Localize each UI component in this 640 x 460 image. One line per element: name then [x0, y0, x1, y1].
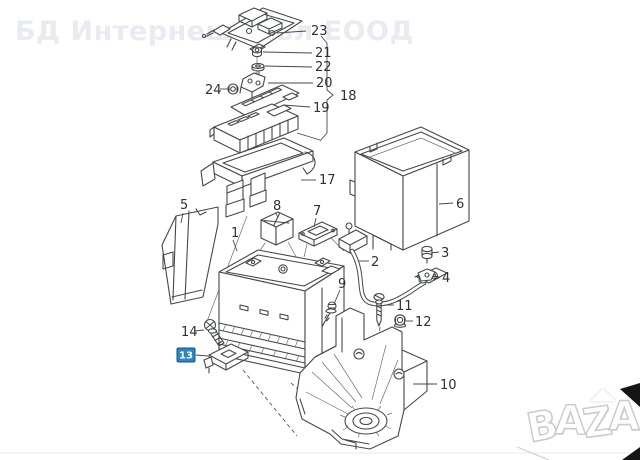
callout-8: 8	[273, 199, 281, 219]
part-20-bracket	[239, 71, 266, 98]
callout-18: 18	[340, 89, 357, 104]
callout-leader-line	[313, 217, 317, 228]
callout-number: 5	[180, 198, 188, 213]
callout-leader-line	[282, 104, 311, 108]
callout-leader-line	[432, 275, 441, 278]
part-5-side-cover	[161, 206, 219, 305]
callout-17: 17	[301, 173, 336, 188]
callout-leader-line	[264, 65, 313, 68]
callout-leader-line	[180, 212, 184, 224]
part-7-cover-plate	[298, 221, 338, 247]
callout-number: 12	[415, 315, 432, 330]
callout-number: 4	[442, 271, 450, 286]
callout-number: 20	[316, 76, 333, 91]
part-12-nut	[393, 314, 407, 328]
callout-4: 4	[432, 271, 450, 286]
callout-10: 10	[413, 378, 457, 393]
callout-leader-line	[276, 30, 307, 34]
part-10-battery-tray	[295, 307, 428, 450]
callout-leader-line	[438, 202, 454, 205]
highlight-box	[176, 347, 196, 363]
callout-leader-line	[275, 212, 279, 219]
callout-6: 6	[438, 197, 464, 212]
guide-line	[303, 243, 308, 258]
part-21-nut	[251, 46, 263, 58]
callout-3: 3	[430, 246, 449, 261]
part-3-cap	[421, 245, 433, 264]
callout-22: 22	[264, 60, 332, 75]
highlight-label: 13	[179, 351, 193, 362]
callout-number: 21	[315, 46, 332, 61]
logo-letter: A	[554, 397, 584, 445]
callout-14: 14	[181, 325, 205, 340]
callout-19: 19	[282, 101, 330, 116]
callout-number: 19	[313, 101, 330, 116]
callout-leader-line	[262, 51, 313, 54]
callout-number: 8	[273, 199, 281, 214]
part-17-carrier	[200, 137, 316, 218]
part-23-fusebox-cover	[201, 7, 303, 53]
callout-number: 23	[311, 24, 328, 39]
bracket-18-brace	[296, 35, 334, 142]
part-19-fuse-strip	[230, 84, 300, 118]
callout-2: 2	[359, 255, 379, 270]
callout-leader-line	[333, 289, 341, 305]
part-22-washer	[251, 63, 265, 72]
callout-leader-line	[232, 239, 238, 252]
part-11-screw	[373, 293, 385, 327]
part-24-nut	[227, 83, 239, 95]
logo-letter: Z	[579, 398, 613, 449]
part-8-terminal-block	[260, 211, 294, 246]
callout-number: 24	[205, 83, 222, 98]
callout-number: 3	[441, 246, 449, 261]
callout-5: 5	[180, 198, 188, 224]
callout-leader-line	[193, 329, 205, 332]
part-13-clamp-plate	[203, 343, 249, 374]
callout-number: 10	[440, 378, 457, 393]
callout-20: 20	[268, 76, 333, 91]
callout-7: 7	[313, 204, 321, 228]
callout-number: 14	[181, 325, 198, 340]
callout-number: 7	[313, 204, 321, 219]
callout-24: 24	[205, 83, 229, 98]
callout-12: 12	[406, 315, 432, 330]
part-6-battery-box	[349, 126, 470, 251]
callout-number: 9	[338, 277, 346, 292]
callout-9: 9	[333, 277, 346, 305]
callout-number: 6	[456, 197, 464, 212]
part-14-clamp-bolt	[203, 318, 225, 347]
callout-11: 11	[385, 299, 413, 314]
logo-roof-icon	[589, 388, 617, 402]
callout-23: 23	[276, 24, 328, 39]
bazar-watermark-logo: BAZAR	[516, 388, 640, 460]
highlight-leader-line	[195, 354, 209, 357]
callout-number: 22	[315, 60, 332, 75]
callout-21: 21	[262, 46, 332, 61]
callout-number: 18	[340, 89, 357, 104]
callout-number: 1	[231, 226, 239, 241]
callout-number: 2	[371, 255, 379, 270]
callout-leader-line	[430, 251, 440, 254]
callout-1: 1	[231, 226, 239, 252]
callout-number: 17	[319, 173, 336, 188]
callout-number: 11	[396, 299, 413, 314]
fuse-housing	[209, 103, 299, 154]
dashed-assembly-line	[242, 369, 298, 437]
highlighted-callout-13: 13	[176, 347, 209, 363]
